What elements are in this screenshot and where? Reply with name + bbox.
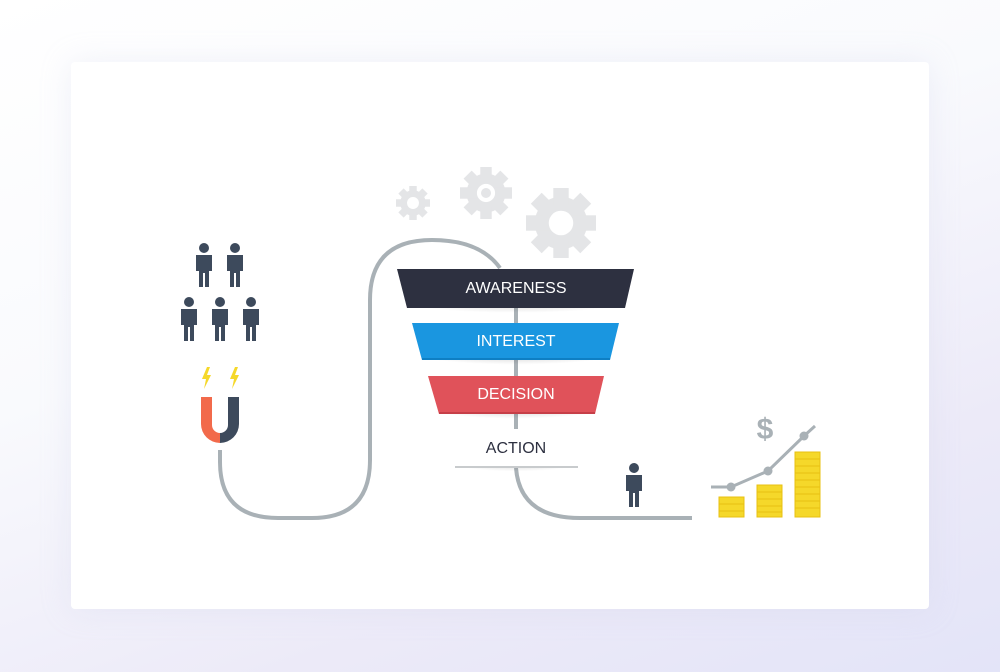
funnel-stage-awareness: AWARENESS bbox=[397, 269, 634, 308]
stage-label: ACTION bbox=[486, 440, 546, 457]
stage-label: DECISION bbox=[477, 386, 554, 403]
gear-icon bbox=[460, 167, 512, 219]
stage-label: AWARENESS bbox=[465, 280, 566, 297]
lightning-icon bbox=[202, 367, 239, 389]
funnel-stage-interest: INTEREST bbox=[412, 323, 619, 360]
funnel-stage-action: ACTION bbox=[455, 429, 578, 468]
customer-person-icon bbox=[626, 463, 642, 507]
magnet-icon bbox=[201, 397, 239, 443]
gear-icon bbox=[526, 188, 596, 258]
connector-path bbox=[218, 237, 502, 520]
stage-label: INTEREST bbox=[476, 333, 555, 350]
revenue-growth-icon: $ bbox=[711, 413, 821, 518]
audience-people-icon bbox=[181, 243, 259, 341]
gear-icon bbox=[396, 186, 430, 220]
funnel-stage-decision: DECISION bbox=[428, 376, 604, 414]
dollar-sign: $ bbox=[757, 413, 774, 446]
